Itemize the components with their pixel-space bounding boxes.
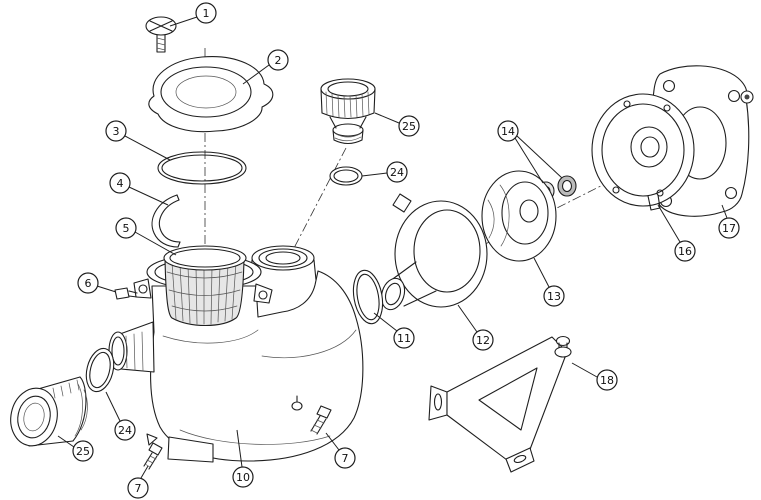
part-oring-union-left xyxy=(85,347,115,393)
callout-14: 14 xyxy=(497,120,563,184)
callout-13: 13 xyxy=(533,257,565,307)
part-impeller xyxy=(481,170,557,262)
part-screw-right xyxy=(310,405,332,435)
part-drain-plug xyxy=(145,16,177,53)
part-strainer-lid xyxy=(148,56,274,133)
callout-4: 4 xyxy=(109,172,169,206)
part-lid-gasket xyxy=(157,151,247,185)
callout-25a-label: 25 xyxy=(402,120,416,133)
part-screw-left xyxy=(143,433,163,470)
callout-25-a: 25 xyxy=(374,112,420,137)
callout-11: 11 xyxy=(373,312,415,349)
part-washer xyxy=(740,90,754,104)
callout-6: 6 xyxy=(77,272,117,294)
callout-5-label: 5 xyxy=(123,222,130,235)
part-oring-diffuser xyxy=(352,269,384,325)
callout-2-label: 2 xyxy=(275,54,282,67)
part-mounting-base xyxy=(428,335,572,473)
callout-7b-label: 7 xyxy=(342,452,349,465)
callout-7-b: 7 xyxy=(325,432,356,469)
part-seal-plate xyxy=(591,93,695,211)
callout-18-label: 18 xyxy=(600,374,614,387)
callout-25-b: 25 xyxy=(57,435,94,462)
callout-17: 17 xyxy=(718,204,740,239)
part-strainer-basket xyxy=(163,245,247,326)
part-clamp-band xyxy=(151,194,181,248)
callout-1: 1 xyxy=(169,2,217,27)
callout-24-a: 24 xyxy=(361,161,408,183)
callout-24-b: 24 xyxy=(105,391,136,441)
callout-10-label: 10 xyxy=(236,471,250,484)
callout-24b-label: 24 xyxy=(118,424,132,437)
callout-12: 12 xyxy=(457,304,494,351)
callout-16: 16 xyxy=(657,204,696,262)
callout-18: 18 xyxy=(571,362,618,391)
callout-24a-label: 24 xyxy=(390,166,404,179)
callout-17-label: 17 xyxy=(722,222,736,235)
part-diffuser xyxy=(380,193,488,311)
callout-3-label: 3 xyxy=(113,125,120,138)
callout-16-label: 16 xyxy=(678,245,692,258)
part-oring-union-top xyxy=(329,166,363,186)
callout-2: 2 xyxy=(242,49,289,85)
callout-10: 10 xyxy=(232,429,254,488)
callout-6-label: 6 xyxy=(85,277,92,290)
part-union-nut-left xyxy=(10,376,88,447)
callout-12-label: 12 xyxy=(476,334,490,347)
callout-13-label: 13 xyxy=(547,290,561,303)
callout-7a-label: 7 xyxy=(135,482,142,495)
callout-14-label: 14 xyxy=(501,125,515,138)
callout-7-a: 7 xyxy=(127,465,149,499)
callout-4-label: 4 xyxy=(117,177,124,190)
part-plug-screw xyxy=(114,287,138,300)
callout-3: 3 xyxy=(105,120,171,161)
callout-25b-label: 25 xyxy=(76,445,90,458)
callout-11-label: 11 xyxy=(397,332,411,345)
callout-1-label: 1 xyxy=(203,7,210,20)
part-union-nut-top xyxy=(320,78,376,145)
callout-5: 5 xyxy=(115,217,177,256)
